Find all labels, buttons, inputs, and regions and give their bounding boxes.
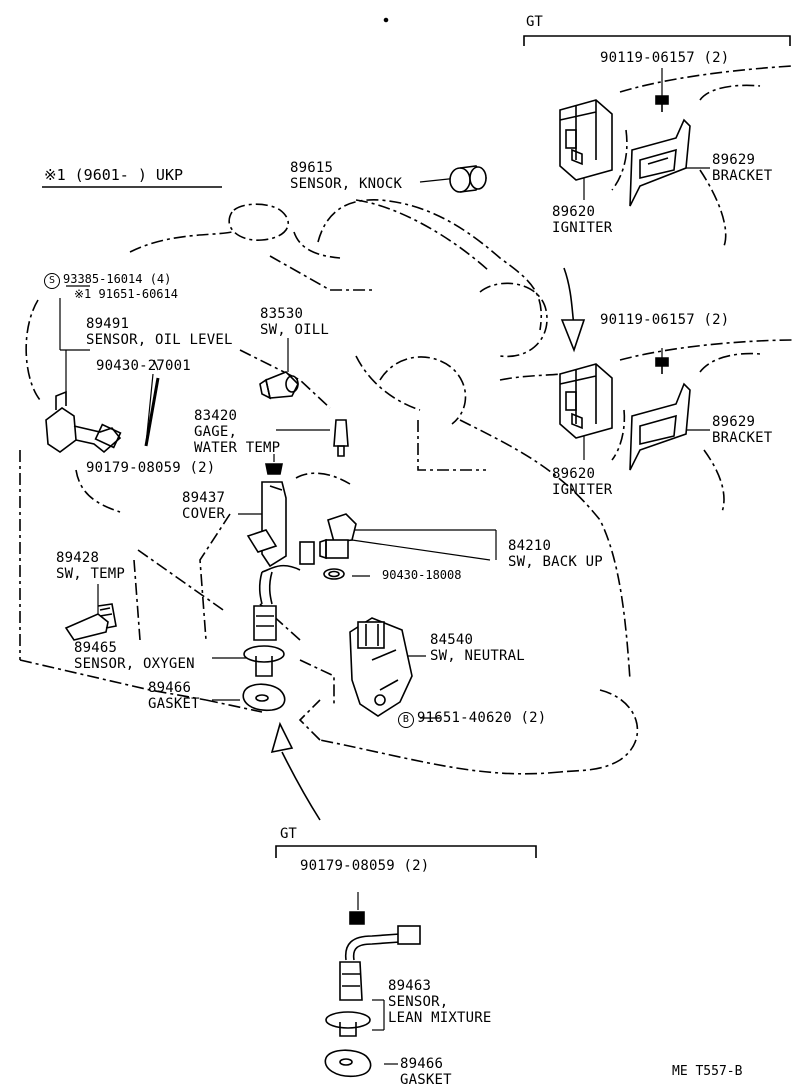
oil-level-sensor-part	[45, 390, 122, 454]
gasket-18008-part	[323, 568, 345, 580]
bolt-mid-number: 90119-06157 (2)	[600, 312, 730, 328]
bolt-mid-part	[655, 357, 669, 374]
gasket-27001-part	[144, 377, 160, 447]
nut-lower-part	[349, 911, 365, 925]
screw-symbol: S	[44, 273, 60, 289]
arrows	[270, 267, 586, 821]
bolt-symbol: B	[398, 712, 414, 728]
gt-top-bracket	[523, 35, 791, 46]
bolt-top-number: 90119-06157 (2)	[600, 50, 730, 66]
gasket-18008-number: 90430-18008	[382, 568, 462, 582]
nut-upper-number: 90179-08059 (2)	[86, 460, 216, 476]
gt-top-label: GT	[526, 14, 543, 30]
lean-mixture-sensor-part	[325, 925, 421, 1037]
bracket-mid-part	[629, 382, 691, 471]
gasket-upper-part	[242, 683, 286, 712]
screw-ukp-number: ※1 91651-60614	[74, 287, 178, 301]
engine-outline	[19, 199, 639, 775]
nut-lower-number: 90179-08059 (2)	[300, 858, 430, 874]
knock-sensor-part	[449, 165, 488, 193]
igniter-phantom-lines	[499, 65, 793, 513]
diagram-code: ME T557-B	[672, 1064, 743, 1079]
gt-bottom-label: GT	[280, 826, 297, 842]
temp-switch-part	[64, 603, 117, 641]
leader-lines	[59, 68, 710, 1065]
oxygen-sensor-part	[243, 541, 315, 677]
nut-upper-part	[265, 463, 283, 475]
gasket-27001-number: 90430-27001	[96, 358, 191, 374]
water-temp-gauge-part	[333, 419, 349, 457]
neutral-switch-part	[349, 617, 413, 717]
backup-switch-part	[319, 513, 357, 560]
oil-switch-part	[259, 371, 299, 400]
ukp-note: ※1 (9601- ) UKP	[44, 166, 183, 184]
gt-bottom-bracket	[275, 845, 537, 858]
igniter-mid-part	[559, 363, 613, 439]
cover-part	[246, 481, 287, 568]
bracket-top-part	[629, 118, 691, 207]
igniter-top-part	[559, 99, 613, 181]
bolt-top-part	[655, 95, 669, 112]
gasket-lower-part	[324, 1049, 372, 1078]
